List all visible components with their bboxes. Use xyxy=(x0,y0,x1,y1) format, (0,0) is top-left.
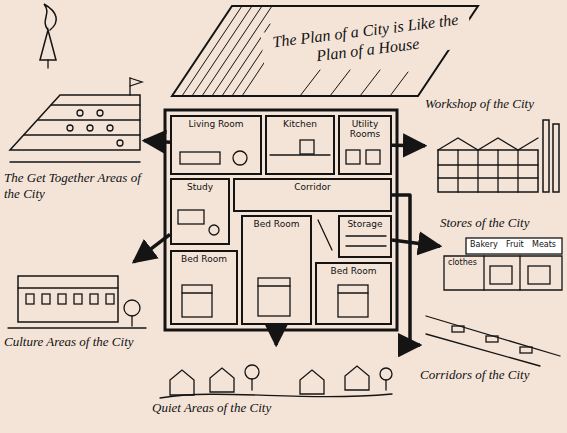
room-box: Utility Rooms xyxy=(338,115,392,175)
sign-text: Bakery xyxy=(470,241,498,250)
room-label: Living Room xyxy=(174,119,258,129)
room-label: Bed Room xyxy=(245,219,308,229)
city-area: Stores of the City xyxy=(440,215,563,293)
area-caption: Quiet Areas of the City xyxy=(152,400,400,416)
flow-arrow xyxy=(392,144,425,148)
room-label: Corridor xyxy=(237,182,388,192)
room-label: Utility Rooms xyxy=(342,119,388,140)
room-label: Bed Room xyxy=(174,254,234,264)
city-area: Corridors of the City xyxy=(420,305,563,383)
flow-arrow xyxy=(274,325,278,345)
city-area: Culture Areas of the City xyxy=(4,262,148,350)
room-box: Bed Room xyxy=(315,262,392,325)
room-box: Storage xyxy=(338,215,392,258)
flow-arrow xyxy=(144,141,170,143)
area-caption: Corridors of the City xyxy=(420,367,563,383)
city-area: Workshop of the City xyxy=(425,96,563,197)
room-box: Bed Room xyxy=(241,215,312,325)
sign-text: Fruit xyxy=(506,241,524,250)
flow-arrow xyxy=(392,240,440,246)
room-box: Bed Room xyxy=(170,250,238,325)
sign-text: Meats xyxy=(532,241,556,250)
sign-text: clothes xyxy=(448,259,477,268)
area-caption: Culture Areas of the City xyxy=(4,334,148,350)
area-caption: The Get Together Areas of the City xyxy=(4,170,144,203)
city-area: The Get Together Areas of the City xyxy=(4,70,144,203)
room-label: Study xyxy=(174,182,226,192)
city-area: Quiet Areas of the City xyxy=(152,345,400,416)
room-label: Kitchen xyxy=(269,119,331,129)
room-box: Living Room xyxy=(170,115,262,175)
room-box: Study xyxy=(170,178,230,245)
room-box: Corridor xyxy=(233,178,392,212)
room-label: Storage xyxy=(342,219,388,229)
area-caption: Stores of the City xyxy=(440,215,563,231)
room-label: Bed Room xyxy=(319,266,388,276)
flow-arrow xyxy=(392,195,420,345)
flow-arrow xyxy=(134,234,170,262)
room-box: Kitchen xyxy=(265,115,335,175)
area-caption: Workshop of the City xyxy=(425,96,563,112)
